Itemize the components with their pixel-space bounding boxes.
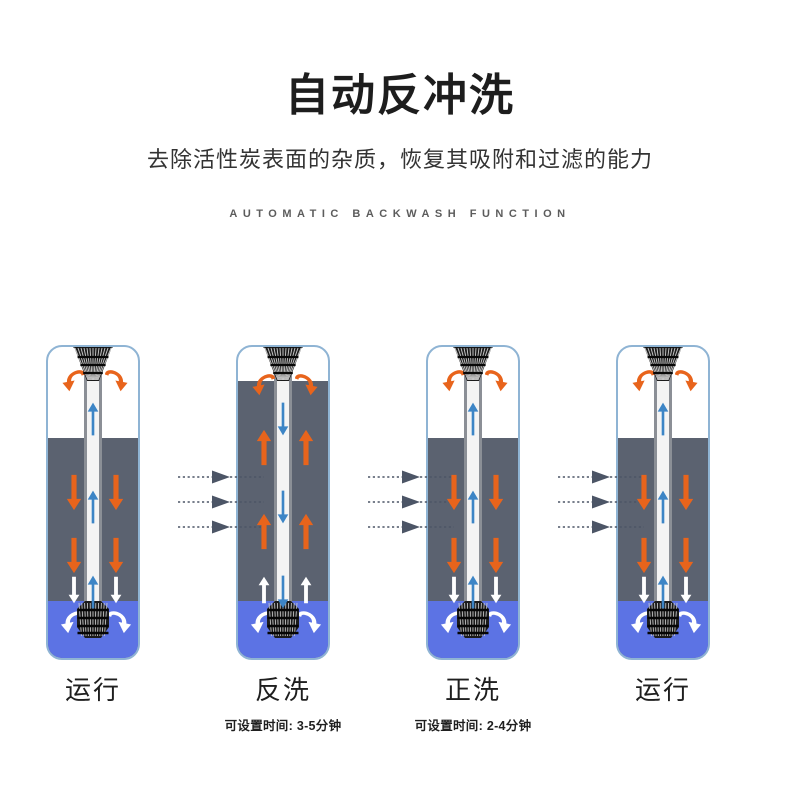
stage-label-2: 反洗: [254, 675, 311, 705]
connector-arrow-row: [368, 470, 454, 489]
upper-strainer-nozzle: [72, 347, 114, 383]
page-title: 自动反冲洗: [285, 71, 515, 120]
lower-flow-arrow-left: [258, 575, 270, 605]
riser-tube: [274, 347, 292, 632]
stage-column-3: 正洗可设置时间: 2-4分钟: [378, 330, 568, 733]
riser-flow-arrow-1: [276, 401, 290, 437]
connector-arrow-row: [558, 520, 644, 539]
connector-arrow-row: [178, 520, 264, 539]
swirl-arrow-bottom-right: [482, 610, 512, 636]
connector-arrow-row: [178, 470, 264, 489]
flow-connector-3: [558, 470, 644, 540]
connector-arrow-row: [558, 495, 644, 514]
lower-flow-arrow-left: [68, 575, 80, 605]
riser-flow-arrow-1: [86, 401, 100, 437]
stage-column-4: 运行: [568, 330, 758, 730]
lower-flow-arrow-left: [638, 575, 650, 605]
riser-flow-arrow-2: [276, 489, 290, 525]
swirl-arrow-top-left: [62, 369, 90, 394]
riser-flow-arrow-3: [86, 574, 100, 610]
bed-flow-arrow-left-1: [446, 474, 462, 511]
lower-flow-arrow-right: [680, 575, 692, 605]
lower-strainer-nozzle: [646, 600, 680, 640]
riser-flow-arrow-1: [656, 401, 670, 437]
riser-flow-arrow-2: [86, 489, 100, 525]
lower-flow-arrow-right: [490, 575, 502, 605]
bed-flow-arrow-left-2: [636, 537, 652, 574]
english-subtitle: AUTOMATIC BACKWASH FUNCTION: [229, 208, 571, 221]
lower-strainer-nozzle: [456, 600, 490, 640]
riser-tube: [84, 347, 102, 632]
bed-flow-arrow-left-1: [256, 429, 272, 466]
connector-arrow-row: [558, 470, 644, 489]
connector-arrow-row: [368, 520, 454, 539]
bed-flow-arrow-right-1: [108, 474, 124, 511]
bed-flow-arrow-left-2: [446, 537, 462, 574]
bed-flow-arrow-right-2: [298, 513, 314, 550]
flow-connector-1: [178, 470, 264, 540]
stage-column-1: 运行: [0, 330, 188, 730]
stage-duration-note-3: 可设置时间: 2-4分钟: [414, 719, 532, 733]
riser-tube: [464, 347, 482, 632]
lower-strainer-nozzle: [266, 600, 300, 640]
swirl-arrow-top-right: [100, 369, 128, 394]
filter-tank-2: [236, 345, 330, 660]
bed-flow-arrow-left-2: [66, 537, 82, 574]
riser-flow-arrow-1: [466, 401, 480, 437]
bed-flow-arrow-right-2: [678, 537, 694, 574]
riser-flow-arrow-2: [656, 489, 670, 525]
swirl-arrow-top-left: [632, 369, 660, 394]
riser-flow-arrow-2: [466, 489, 480, 525]
header-block: 自动反冲洗 去除活性炭表面的杂质，恢复其吸附和过滤的能力 AUTOMATIC B…: [0, 0, 800, 220]
upper-strainer-nozzle: [452, 347, 494, 383]
bed-flow-arrow-right-1: [678, 474, 694, 511]
filter-tank-3: [426, 345, 520, 660]
riser-flow-arrow-3: [656, 574, 670, 610]
riser-flow-arrow-3: [276, 574, 290, 610]
lower-flow-arrow-right: [110, 575, 122, 605]
stage-duration-note-2: 可设置时间: 3-5分钟: [224, 719, 342, 733]
riser-flow-arrow-3: [466, 574, 480, 610]
stage-label-3: 正洗: [444, 675, 501, 705]
swirl-arrow-top-right: [670, 369, 698, 394]
stage-label-1: 运行: [64, 675, 121, 705]
bed-flow-arrow-left-1: [636, 474, 652, 511]
lower-strainer-nozzle: [76, 600, 110, 640]
bed-flow-arrow-right-2: [488, 537, 504, 574]
filter-tank-4: [616, 345, 710, 660]
swirl-arrow-top-right: [480, 369, 508, 394]
lower-flow-arrow-right: [300, 575, 312, 605]
bed-flow-arrow-right-1: [488, 474, 504, 511]
swirl-arrow-top-left: [442, 369, 470, 394]
upper-strainer-nozzle: [262, 347, 304, 383]
riser-tube: [654, 347, 672, 632]
swirl-arrow-top-left: [252, 373, 280, 398]
swirl-arrow-bottom-right: [102, 610, 132, 636]
flow-connector-2: [368, 470, 454, 540]
swirl-arrow-bottom-right: [292, 610, 322, 636]
bed-flow-arrow-left-2: [256, 513, 272, 550]
swirl-arrow-top-right: [290, 373, 318, 398]
connector-arrow-row: [178, 495, 264, 514]
swirl-arrow-bottom-right: [672, 610, 702, 636]
stage-label-4: 运行: [634, 675, 691, 705]
bed-flow-arrow-right-2: [108, 537, 124, 574]
upper-strainer-nozzle: [642, 347, 684, 383]
page-subtitle: 去除活性炭表面的杂质，恢复其吸附和过滤的能力: [146, 147, 653, 173]
filter-tank-1: [46, 345, 140, 660]
stage-column-2: 反洗可设置时间: 3-5分钟: [188, 330, 378, 733]
backwash-process-diagram: 运行反洗可设置时间: 3-5分钟正洗可设置时间: 2-4分钟运行: [0, 330, 800, 800]
bed-flow-arrow-left-1: [66, 474, 82, 511]
bed-flow-arrow-right-1: [298, 429, 314, 466]
connector-arrow-row: [368, 495, 454, 514]
lower-flow-arrow-left: [448, 575, 460, 605]
